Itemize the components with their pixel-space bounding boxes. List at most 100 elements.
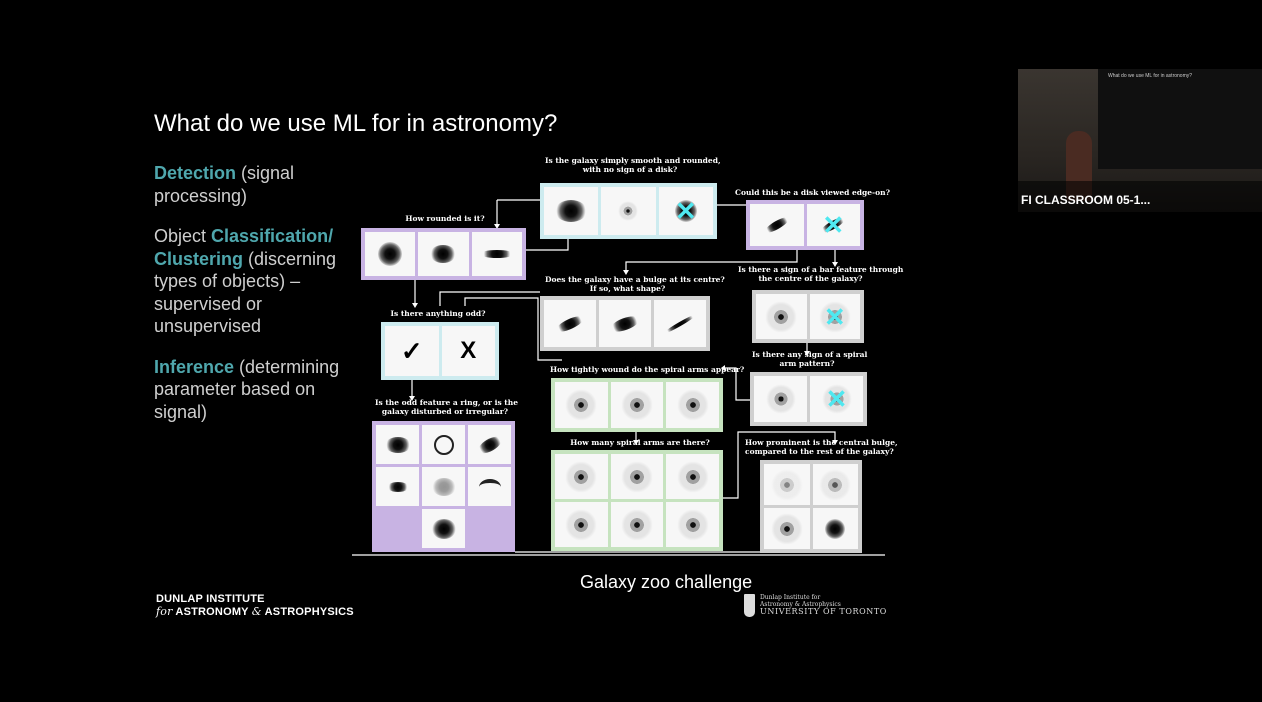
answer-spiral-yes <box>754 376 807 422</box>
answer-lens <box>422 425 465 464</box>
spiral-galaxy-icon <box>618 201 639 221</box>
answer-bar-yes <box>756 294 807 339</box>
bullet-detection: Detection (signal processing) <box>154 163 295 206</box>
answers-spiral: ✕ <box>750 372 867 426</box>
round-galaxy-icon <box>378 242 403 266</box>
answer-round <box>365 232 416 276</box>
video-shade <box>1018 181 1262 212</box>
answer-no-bulge <box>764 464 810 505</box>
spiral-galaxy-icon <box>676 389 709 421</box>
answer-spiral-no: ✕ <box>810 376 863 422</box>
spiral-galaxy-icon <box>676 460 709 493</box>
dunlap-logo: DUNLAP INSTITUTE for ASTRONOMY & ASTROPH… <box>156 593 354 618</box>
video-participant-label: FI CLASSROOM 05-1... <box>1021 193 1151 207</box>
answers-bulge-prominence <box>760 460 862 553</box>
spiral-galaxy-icon <box>676 508 709 541</box>
bullet-list: Detection (signal processing) Object Cla… <box>154 162 364 441</box>
answer-rounded-bulge <box>544 300 596 347</box>
ring-galaxy-icon <box>384 436 411 453</box>
answer-merger <box>422 509 465 548</box>
question-smooth: Is the galaxy simply smooth and rounded,… <box>545 156 721 174</box>
irregular-galaxy-icon <box>386 481 409 492</box>
answer-other <box>422 467 465 506</box>
bullet-inference: Inference (determining parameter based o… <box>154 356 340 422</box>
spiral-galaxy-icon <box>620 508 653 541</box>
answers-odd: ✓ X <box>381 322 499 380</box>
barred-spiral-icon <box>765 300 798 333</box>
merger-galaxy-icon <box>431 518 456 539</box>
question-rounded: How rounded is it? <box>405 214 485 223</box>
answer-more-arms <box>610 502 664 547</box>
answer-smooth <box>544 187 599 235</box>
bulge-galaxy-icon <box>554 312 586 335</box>
answer-artifact: ✕ <box>658 187 713 235</box>
bullet-classification: Object Classification/ Clustering (disce… <box>154 226 337 336</box>
answers-edge-on: ✕ <box>746 200 864 250</box>
question-bar: Is there a sign of a bar feature through… <box>738 265 904 283</box>
thin-galaxy-icon <box>662 312 698 335</box>
answer-small-bulge <box>812 464 858 505</box>
bulge-galaxy-icon <box>825 518 846 539</box>
question-odd: Is there anything odd? <box>390 309 486 318</box>
lens-arc-icon <box>433 434 454 455</box>
figure-caption: Galaxy zoo challenge <box>580 572 753 592</box>
question-arm-count: How many spiral arms are there? <box>570 438 710 447</box>
answers-bulge <box>540 296 710 351</box>
edge-on-galaxy-icon <box>762 214 791 236</box>
spiral-galaxy-icon <box>621 389 653 421</box>
answer-boxy-bulge <box>599 300 651 347</box>
answer-odd-no: X <box>441 326 495 376</box>
answers-winding <box>551 378 723 432</box>
answer-cigar <box>471 232 522 276</box>
answer-disturbed <box>468 425 511 464</box>
x-icon: X <box>460 337 477 364</box>
spiral-galaxy-icon <box>620 460 653 493</box>
uoft-logo: Dunlap Institute for Astronomy & Astroph… <box>744 594 887 617</box>
answer-loose <box>666 382 720 428</box>
answer-moderate-bulge <box>764 508 810 549</box>
cross-icon: ✕ <box>823 301 846 332</box>
spiral-galaxy-icon <box>821 384 852 414</box>
empty-cell <box>376 509 419 548</box>
answer-dominant-bulge <box>812 508 858 549</box>
answers-arm-count <box>551 450 723 551</box>
answer-cant-tell <box>666 502 719 547</box>
spiral-galaxy-icon <box>819 468 852 501</box>
spiral-galaxy-icon <box>565 389 598 421</box>
answer-2-arms <box>610 454 664 499</box>
answer-dust-lane <box>468 467 511 506</box>
question-bulge: Does the galaxy have a bulge at its cent… <box>545 275 725 293</box>
participant-video-tile[interactable]: What do we use ML for in astronomy? <box>1018 69 1262 212</box>
smooth-galaxy-icon <box>555 200 588 222</box>
answer-1-arm <box>555 454 608 499</box>
spiral-galaxy-icon <box>765 384 796 414</box>
answer-medium <box>610 382 664 428</box>
answer-features <box>601 187 656 235</box>
cross-icon: ✕ <box>825 384 848 414</box>
empty-cell <box>468 509 511 548</box>
disturbed-galaxy-icon <box>475 432 504 457</box>
spiral-galaxy-icon <box>818 300 851 333</box>
answer-4-arms <box>555 502 608 547</box>
answer-3-arms <box>666 454 719 499</box>
answer-edge-yes <box>750 204 804 246</box>
uoft-crest-icon <box>744 594 755 617</box>
spiral-galaxy-icon <box>770 512 803 545</box>
oval-galaxy-icon <box>430 245 457 263</box>
answer-tight <box>555 382 608 428</box>
boxy-galaxy-icon <box>608 312 642 335</box>
answers-rounded <box>361 228 526 280</box>
question-edge-on: Could this be a disk viewed edge-on? <box>735 188 891 197</box>
spiral-galaxy-icon <box>565 460 598 493</box>
answers-bar: ✕ <box>752 290 864 343</box>
slide-title: What do we use ML for in astronomy? <box>154 110 558 137</box>
answer-odd-yes: ✓ <box>385 326 439 376</box>
answers-odd-feature <box>372 421 515 552</box>
cigar-galaxy-icon <box>479 250 514 258</box>
spiral-galaxy-icon <box>770 468 803 501</box>
answer-ring <box>376 425 419 464</box>
cross-icon: ✕ <box>674 196 697 226</box>
